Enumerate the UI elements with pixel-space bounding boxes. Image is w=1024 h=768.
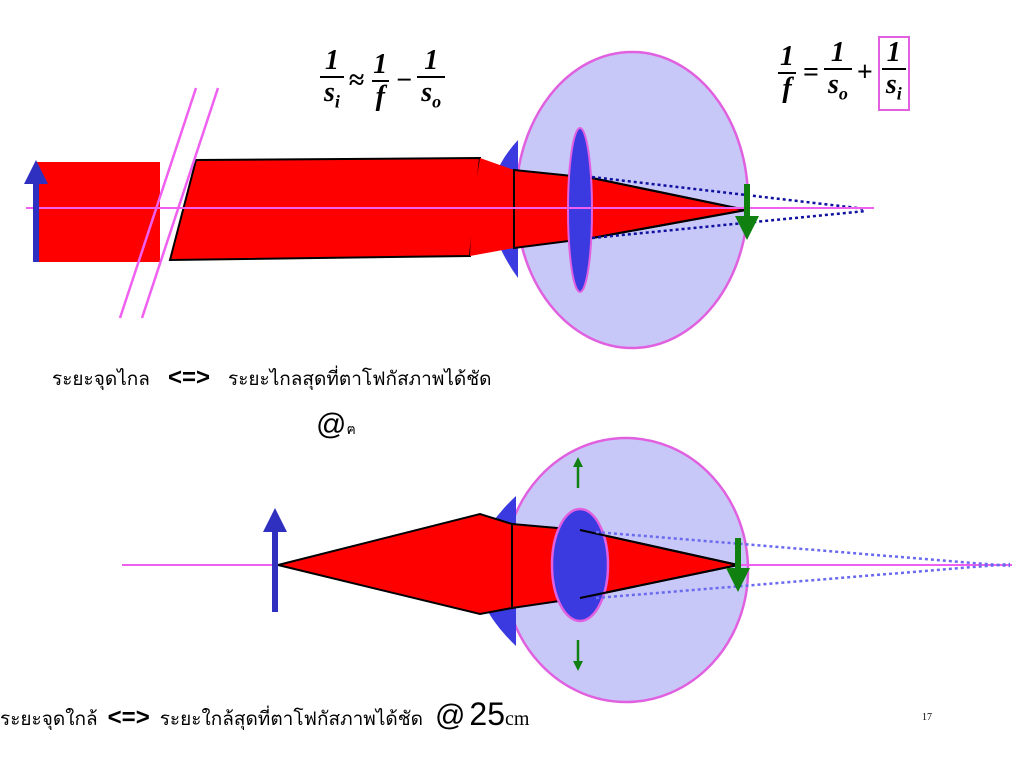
near-point-term: ระยะจุดใกล้ — [0, 708, 98, 730]
far-point-diagram — [24, 50, 874, 350]
near-point-at: @ — [434, 699, 466, 732]
eq2-t2-sub: i — [896, 83, 902, 104]
near-point-unit: cm — [505, 708, 530, 730]
near-point-distance: 25 — [469, 696, 506, 732]
eq2-op2: + — [856, 57, 873, 89]
eq1-lhs-den: s — [324, 77, 335, 108]
eq1-t1-num: 1 — [373, 49, 388, 81]
eq2-t1-den: s — [827, 69, 839, 100]
near-point-equiv: <=> — [107, 704, 150, 731]
far-point-term: ระยะจุดไกล — [52, 368, 150, 390]
break-mark-2 — [140, 87, 220, 319]
eq2-t1-num: 1 — [830, 37, 845, 68]
eq1-t1-den: f — [371, 80, 389, 112]
eq1-op2: − — [396, 65, 413, 97]
far-point-value: @ฅ — [316, 408, 356, 442]
dotted-ray-upper-top — [591, 175, 867, 211]
eq1-lhs-num: 1 — [324, 45, 339, 76]
ray-bundle-left-top — [36, 162, 160, 262]
diverging-rays-bottom — [277, 512, 513, 616]
eq2-op1: = — [803, 57, 819, 89]
eq1-op1: ≈ — [348, 65, 365, 97]
lens-top — [567, 127, 593, 293]
eq1-lhs-sub: i — [334, 91, 340, 112]
eq1-t2-den: s — [421, 77, 433, 108]
eq1-t2-sub: o — [432, 91, 442, 112]
near-point-definition: ระยะใกล้สุดที่ตาโฟกัสภาพได้ชัด — [159, 708, 423, 730]
eq2-t1-sub: o — [838, 83, 848, 104]
far-point-equiv: <=> — [167, 364, 210, 391]
far-point-at: @ — [316, 408, 347, 441]
far-point-infinity: ฅ — [346, 422, 356, 438]
far-point-definition: ระยะไกลสุดที่ตาโฟกัสภาพได้ชัด — [227, 368, 492, 390]
eq2-t2-num: 1 — [886, 37, 901, 68]
eq2-lhs-den: f — [778, 72, 796, 104]
far-point-caption: ระยะจุดไกล <=> ระยะไกลสุดที่ตาโฟกัสภาพได… — [52, 364, 492, 394]
dotted-ray-lower-top — [591, 209, 867, 240]
break-mark-1 — [118, 87, 198, 319]
eq2-t2-den: s — [885, 69, 897, 100]
near-point-diagram — [122, 436, 1012, 704]
eq2-lhs-num: 1 — [780, 41, 794, 73]
eq1-t2-num: 1 — [424, 45, 439, 76]
lens-bottom — [550, 507, 610, 623]
near-point-caption: ระยะจุดใกล้ <=> ระยะใกล้สุดที่ตาโฟกัสภาพ… — [0, 696, 529, 734]
page-number: 17 — [922, 712, 932, 723]
